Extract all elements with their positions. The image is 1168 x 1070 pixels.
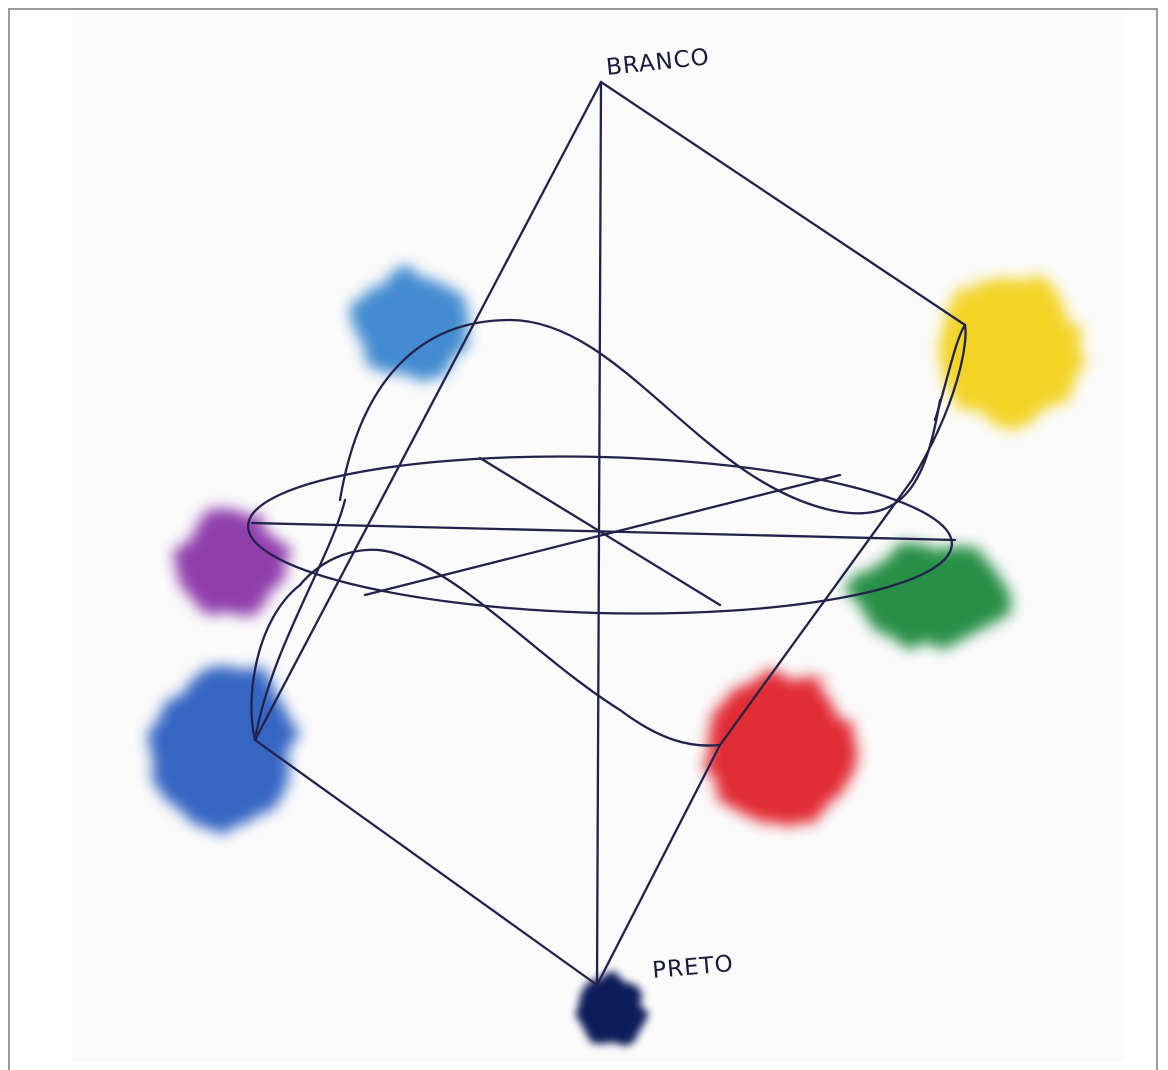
swatch-blue <box>150 666 294 830</box>
label-preto: PRETO <box>651 951 735 984</box>
line-drawing <box>246 82 965 985</box>
swatch-navy <box>577 977 643 1047</box>
swatch-green <box>855 543 1005 647</box>
swatch-red <box>705 675 855 825</box>
swatch-light-blue <box>352 273 468 377</box>
swatch-yellow <box>938 275 1082 425</box>
label-branco: BRANCO <box>605 44 711 81</box>
